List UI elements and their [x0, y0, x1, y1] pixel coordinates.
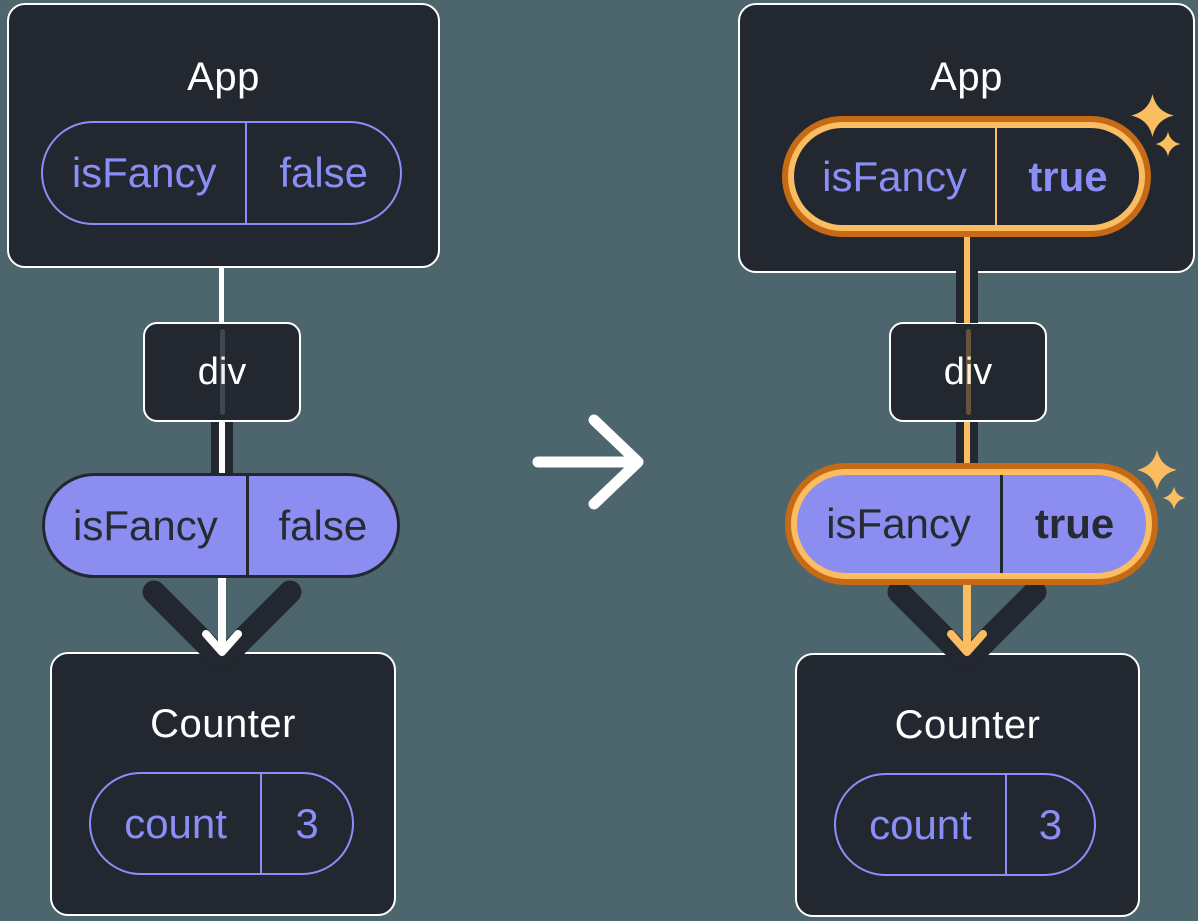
- right-arrow-icon: [532, 414, 644, 510]
- prop-pipe-after: [956, 420, 978, 476]
- render-edge-before: [219, 266, 224, 324]
- prop-pill-after-highlighted: isFancy true: [785, 463, 1158, 585]
- prop-pipe-before: [211, 420, 233, 476]
- div-node-before: div: [143, 322, 301, 422]
- state-value: false: [245, 123, 400, 223]
- app-state-pill-after-highlighted: isFancy true: [782, 116, 1151, 237]
- counter-title: Counter: [894, 703, 1041, 747]
- counter-card-after: Counter count 3: [795, 653, 1140, 917]
- state-value: true: [995, 128, 1139, 225]
- div-label: div: [197, 350, 247, 393]
- sparkle-icon: [1162, 486, 1186, 510]
- prop-pill-before: isFancy false: [42, 473, 400, 578]
- sparkle-icon: [1131, 94, 1174, 137]
- counter-title: Counter: [150, 702, 296, 746]
- prop-passthrough-line: [219, 329, 225, 415]
- prop-core-line: [964, 420, 970, 476]
- prop-name: isFancy: [72, 501, 218, 549]
- prop-value: true: [1000, 475, 1146, 573]
- prop-value: false: [245, 476, 397, 575]
- state-name: count: [869, 800, 972, 848]
- sparkle-icon: [1137, 450, 1177, 490]
- state-value: 3: [1004, 775, 1094, 874]
- down-arrow-white-core-icon: [142, 578, 302, 672]
- div-label: div: [943, 350, 993, 393]
- state-name: count: [124, 799, 227, 847]
- state-name: isFancy: [71, 149, 217, 196]
- sparkle-icon: [1155, 131, 1181, 157]
- app-card-before: App isFancy false: [7, 3, 440, 268]
- counter-state-pill-after: count 3: [834, 773, 1096, 876]
- prop-pipe-after-top: [956, 237, 978, 323]
- prop-name: isFancy: [826, 500, 971, 547]
- state-value: 3: [260, 774, 352, 873]
- render-core-line: [219, 420, 225, 476]
- counter-card-before: Counter count 3: [50, 652, 396, 916]
- app-title: App: [187, 55, 260, 99]
- counter-state-pill-before: count 3: [89, 772, 354, 875]
- app-title: App: [930, 55, 1003, 99]
- state-name: isFancy: [822, 152, 967, 200]
- prop-passthrough-line: [965, 329, 971, 415]
- app-card-after: App isFancy true: [738, 3, 1195, 273]
- div-node-after: div: [889, 322, 1047, 422]
- prop-core-line: [964, 237, 970, 323]
- down-arrow-orange-core-icon: [887, 578, 1047, 672]
- app-state-pill-before: isFancy false: [41, 121, 402, 225]
